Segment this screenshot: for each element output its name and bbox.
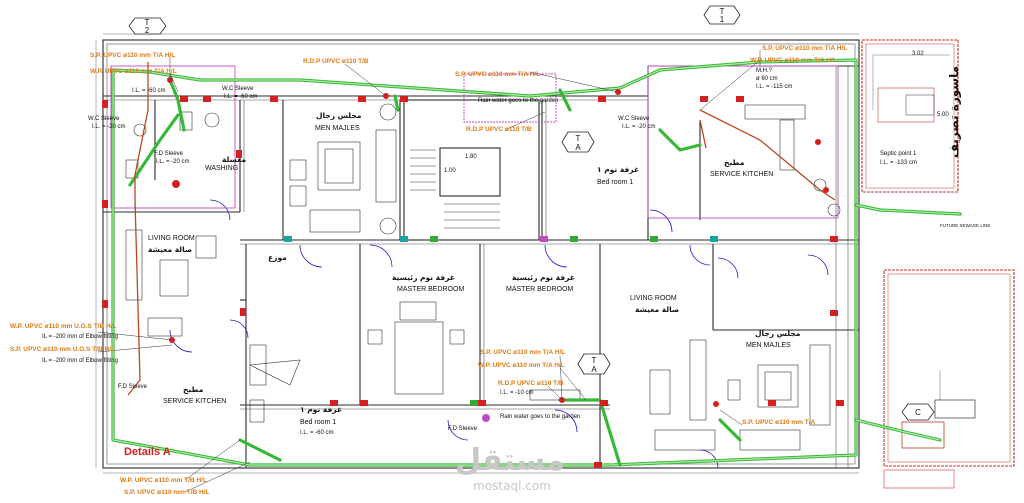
svg-text:C: C — [915, 408, 921, 417]
svg-text:T: T — [720, 7, 725, 16]
kitchen-label: SERVICE KITCHEN — [163, 398, 226, 405]
fd-sleeve-label: F.D Sleeve — [448, 426, 478, 432]
il-label: I.L. = -60 cm — [132, 88, 166, 94]
master-bedroom-label: MASTER BEDROOM — [397, 286, 464, 293]
men-majles-label-ar: مجلس رجال — [755, 329, 801, 338]
sp-pipe-label-top-left: S.P. UPVC ø110 mm T/A H/L — [90, 52, 175, 59]
wp-pipe-label-top-right: W.P. UPVC ø110 mm T/A H/L — [750, 57, 837, 64]
il-elbow-note: IL = -200 mm of Elbow fitting — [42, 358, 118, 364]
section-tag-c: C — [901, 403, 935, 421]
stair-height-dim: 1.00 — [444, 168, 456, 174]
svg-text:T: T — [145, 18, 150, 27]
dimension-label: 5.00 — [937, 112, 949, 118]
future-sewage-label: FUTURE SEWAGE LINE — [940, 223, 990, 228]
svg-text:2: 2 — [145, 26, 150, 35]
sp-pipe-label-top-right: S.P. UPVC ø110 mm T/A H/L — [762, 45, 847, 52]
svg-text:T: T — [576, 134, 581, 143]
section-tag-t1: T 1 — [703, 5, 741, 25]
living-room-label: LIVING ROOM — [630, 295, 677, 302]
rdp-pipe-label-top: R.D.P UPVC ø110 T/B — [303, 58, 369, 65]
svg-text:A: A — [591, 365, 597, 374]
living-room-label: LIVING ROOM — [148, 235, 195, 242]
il-elbow-note: IL = -200 mm of Elbow fitting — [42, 334, 118, 340]
rdp-pipe-label-bottom: R.D.P UPVC ø110 T/B — [498, 380, 564, 387]
kitchen-label-ar: مطبخ — [724, 158, 745, 167]
svg-text:T: T — [592, 356, 597, 365]
washing-label: WASHING — [205, 165, 238, 172]
drainage-pipes — [111, 58, 962, 467]
master-bedroom-label: MASTER BEDROOM — [506, 286, 573, 293]
columns — [102, 96, 844, 468]
bedroom-label: Bed room 1 — [300, 419, 336, 426]
watermark-en: mostaql.com — [473, 479, 551, 493]
details-a-label: Details A — [124, 446, 171, 458]
furniture — [125, 103, 841, 451]
kitchen-label: SERVICE KITCHEN — [710, 171, 773, 178]
sp-ug-pipe-label: S.P. UPVC ø110 mm U.G.S T/B H/L — [10, 346, 115, 353]
il-label: I.L. = -20 cm — [156, 159, 190, 165]
master-bedroom-label-ar: غرفة نوم رئيسية — [392, 273, 455, 282]
sleeve-zones — [110, 65, 839, 219]
svg-text:A: A — [575, 143, 581, 152]
il-label: I.L. = -20 cm — [622, 124, 656, 130]
il-label: I.L. = -60 cm — [224, 94, 258, 100]
sp-pipe-label-bottom-right: S.P. UPVC ø110 mm T/A — [742, 419, 816, 426]
section-tag-ta-top: T A — [561, 131, 595, 153]
rain-water-note-top: Rain water goes to the garden — [478, 98, 558, 104]
site-boundary — [861, 39, 1015, 489]
septic-point-label: Septic point 1 — [880, 151, 917, 157]
stair-width-dim: 1.80 — [465, 154, 477, 160]
il-label: I.L. = -20 cm — [92, 124, 126, 130]
wc-sleeve-label: W.C Sleeve — [618, 116, 650, 122]
bedroom-label-ar: غرفة نوم ١ — [300, 405, 342, 414]
manhole-diameter: ø 60 cm — [756, 76, 778, 82]
living-room-label-ar: صالة معيشة — [148, 245, 192, 254]
distributor-label-ar: موزع — [268, 253, 287, 262]
manhole-il: I.L. = -115 cm — [756, 84, 792, 90]
discharge-pipe-label-ar: ماسورة تصريف — [947, 66, 962, 158]
sp-pipe-label-top-mid: S.P. UPVC ø110 mm T/A H/L — [455, 71, 540, 78]
door-swings — [169, 199, 829, 469]
men-majles-label-ar: مجلس رجال — [316, 111, 362, 120]
soil-pipes — [127, 62, 836, 396]
fd-sleeve-label: F.D Sleeve — [118, 384, 148, 390]
sp-pipe-label-bottom: S.P. UPVC ø110 mm T/B H/L — [124, 489, 210, 496]
bedroom-label: Bed room 1 — [597, 179, 633, 186]
kitchen-label-ar: مطبخ — [183, 385, 204, 394]
wp-pipe-label-mid-bottom: W.P. UPVC ø110 mm T/A H/L — [478, 362, 565, 369]
manhole-label: M.H.? — [756, 68, 773, 74]
wp-pipe-label-bottom: W.P. UPVC ø110 mm T/B H/L — [120, 477, 207, 484]
il-label: I.L. = -10 cm — [500, 390, 534, 396]
bedroom-label-ar: غرفة نوم ١ — [597, 165, 639, 174]
section-tag-t2: T 2 — [128, 17, 167, 35]
svg-text:1: 1 — [720, 15, 725, 24]
dimension-label: 3.02 — [912, 51, 924, 57]
men-majles-label: MEN MAJLES — [315, 125, 360, 132]
rain-water-note-bottom: Rain water goes to the garden — [500, 414, 580, 420]
rdp-pipe-label-mid: R.D.P UPVC ø110 T/B — [466, 126, 532, 133]
wc-sleeve-label: W.C Sleeve — [222, 86, 254, 92]
section-tag-ta-bottom: T A — [577, 353, 611, 375]
leader-lines — [97, 50, 761, 493]
watermark: مستقل mostaql.com — [455, 443, 565, 493]
wp-ug-pipe-label: W.P. UPVC ø110 mm U.G.S T/B H/L — [10, 323, 116, 330]
wp-pipe-label-top-left: W.P. UPVC ø110 mm T/A H/L — [90, 68, 177, 75]
watermark-ar: مستقل — [455, 443, 565, 478]
il-label: I.L. = -60 cm — [300, 430, 334, 436]
septic-il-label: I.L. = -133 cm — [880, 160, 917, 166]
washing-label-ar: مغسلة — [222, 155, 246, 164]
living-room-label-ar: صالة معيشة — [635, 305, 679, 314]
fd-sleeve-label: F.D Sleeve — [154, 151, 184, 157]
master-bedroom-label-ar: غرفة نوم رئيسية — [512, 273, 575, 282]
sp-pipe-label-mid-bottom: S.P. UPVC ø110 mm T/A H/L — [480, 349, 565, 356]
men-majles-label: MEN MAJLES — [746, 342, 791, 349]
wc-sleeve-label: W.C Sleeve — [88, 116, 120, 122]
